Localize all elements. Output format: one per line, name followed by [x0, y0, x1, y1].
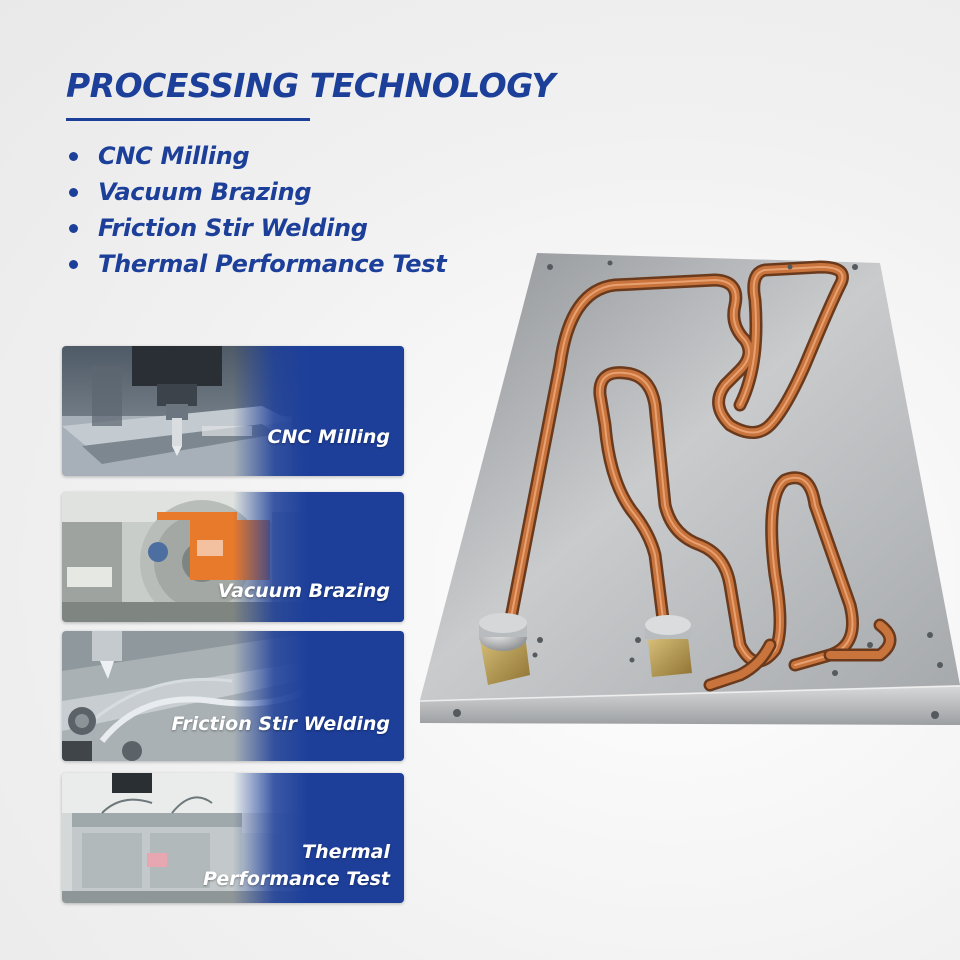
- card-label: Vacuum Brazing: [217, 580, 390, 602]
- list-item-label: CNC Milling: [98, 142, 250, 170]
- cold-plate-product-image: [410, 245, 960, 765]
- list-item: Vacuum Brazing: [66, 174, 446, 210]
- cold-plate-illustration: [419, 253, 960, 725]
- card-friction-stir-welding: Friction Stir Welding: [62, 631, 404, 761]
- card-label: Thermal Performance Test: [203, 839, 390, 893]
- card-gradient: [62, 492, 404, 622]
- card-label: Friction Stir Welding: [171, 713, 390, 735]
- technology-list: CNC Milling Vacuum Brazing Friction Stir…: [66, 138, 447, 282]
- list-item: CNC Milling: [66, 138, 446, 174]
- bullet-icon: [69, 152, 78, 161]
- bullet-icon: [69, 260, 78, 269]
- list-item: Friction Stir Welding: [66, 210, 446, 246]
- outlet-fitting: [645, 615, 692, 677]
- title-underline: [66, 118, 310, 121]
- list-item-label: Vacuum Brazing: [98, 178, 312, 206]
- card-gradient: [62, 631, 404, 761]
- card-gradient: [62, 773, 404, 903]
- page-title: PROCESSING TECHNOLOGY: [66, 66, 555, 105]
- list-item-label: Thermal Performance Test: [98, 250, 447, 278]
- list-item-label: Friction Stir Welding: [98, 214, 368, 242]
- bullet-icon: [69, 224, 78, 233]
- inlet-fitting: [479, 613, 530, 685]
- list-item: Thermal Performance Test: [66, 246, 447, 282]
- card-cnc-milling: CNC Milling: [62, 346, 404, 476]
- card-vacuum-brazing: Vacuum Brazing: [62, 492, 404, 622]
- card-gradient: [62, 346, 404, 476]
- card-label-line: Thermal: [302, 841, 390, 863]
- bullet-icon: [69, 188, 78, 197]
- card-label: CNC Milling: [267, 426, 391, 448]
- card-label-line: Performance Test: [202, 868, 390, 890]
- card-thermal-performance-test: Thermal Performance Test: [62, 773, 404, 903]
